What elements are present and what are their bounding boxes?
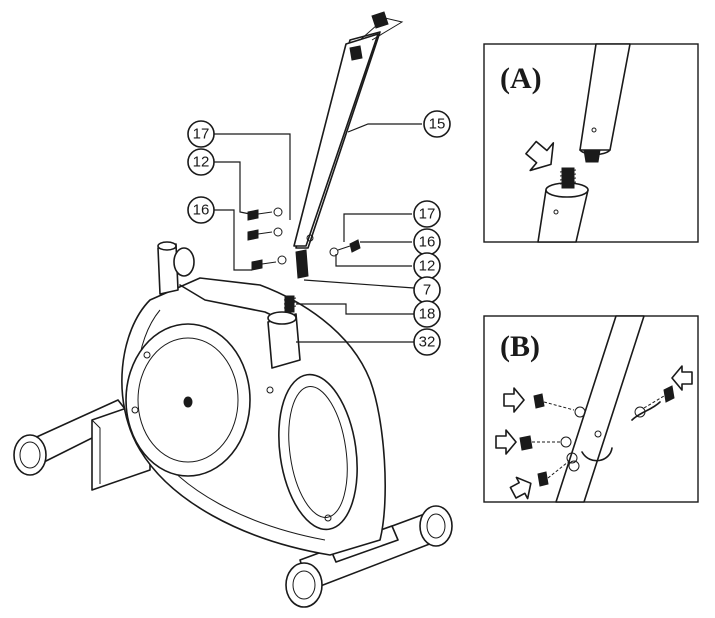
callout-7-label: 7: [423, 282, 431, 299]
callout-12-left-label: 12: [193, 154, 210, 171]
callout-17-right-label: 17: [419, 206, 436, 223]
lower-mast-tube-32: [267, 295, 301, 369]
callout-15-label: 15: [429, 116, 446, 133]
inset-a-label: (A): [500, 62, 542, 95]
callout-12-right-label: 12: [419, 258, 436, 275]
seat-post-knob: [157, 241, 195, 295]
callout-18-label: 18: [419, 306, 436, 323]
rear-stabilizer: [13, 399, 151, 491]
callout-16-left-label: 16: [193, 202, 210, 219]
callout-16-right-label: 16: [419, 234, 436, 251]
inset-b: (B): [483, 315, 699, 503]
callout-15: 15: [423, 110, 451, 138]
callout-16-right: 16: [413, 228, 441, 256]
arrow-right-icon-1: [503, 387, 525, 413]
callout-7: 7: [413, 276, 441, 304]
arrow-right-icon-2: [495, 429, 517, 455]
arrow-down-icon: [525, 140, 555, 172]
callout-17-left: 17: [187, 120, 215, 148]
callout-16-left: 16: [187, 196, 215, 224]
main-frame-housing: [121, 277, 386, 556]
hardware-right-group: [329, 239, 361, 257]
callout-32-label: 32: [419, 334, 436, 351]
arrow-right-icon-3: [509, 476, 532, 500]
hardware-left-group: [247, 207, 287, 271]
callout-12-right: 12: [413, 252, 441, 280]
callout-12-left: 12: [187, 148, 215, 176]
front-stabilizer: [285, 505, 453, 608]
arrow-left-icon: [671, 365, 693, 391]
upper-handlebar-post-15: [293, 11, 404, 279]
leader-lines: [200, 123, 422, 343]
callout-17-left-label: 17: [193, 126, 210, 143]
inset-b-label: (B): [500, 330, 540, 363]
callout-17-right: 17: [413, 200, 441, 228]
callout-18: 18: [413, 300, 441, 328]
inset-a: (A): [483, 43, 699, 243]
callout-32: 32: [413, 328, 441, 356]
